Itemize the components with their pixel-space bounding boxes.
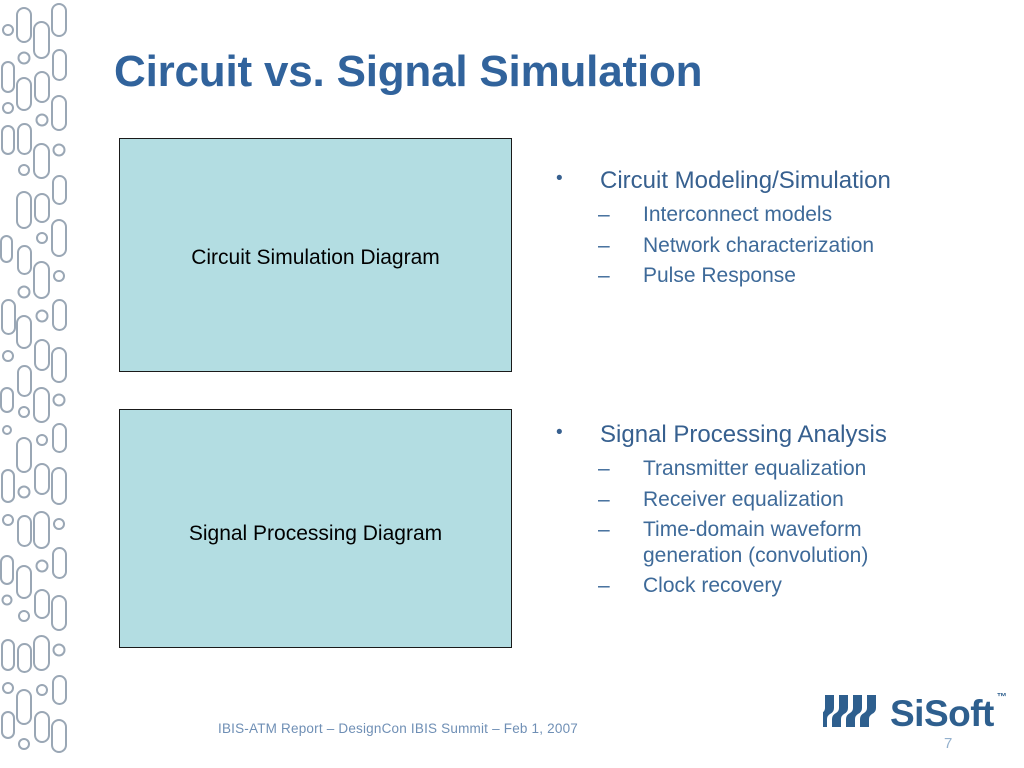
footer-note: IBIS-ATM Report – DesignCon IBIS Summit … [218,721,578,736]
sub-bullet-label: Network characterization [643,233,875,257]
bullet-item-circuit-modeling: • Circuit Modeling/Simulation [556,166,976,196]
trademark-symbol: ™ [996,692,1007,703]
sub-bullet-label: Interconnect models [643,203,833,226]
sub-bullet-transmitter-equalization: – Transmitter equalization [556,456,976,482]
bullet-item-signal-processing-analysis: • Signal Processing Analysis [556,420,976,450]
bullet-group-circuit-modeling: • Circuit Modeling/Simulation – Intercon… [556,166,976,294]
sisoft-logo: SiSoft ™ [818,691,1007,736]
bullet-dash-icon: – [598,487,610,511]
sub-bullet-label: Receiver equalization [643,487,844,511]
bullet-dot-icon: • [556,422,563,443]
sub-bullet-pulse-response: – Pulse Response [556,263,976,289]
bullet-dash-icon: – [598,574,610,598]
bullet-dash-icon: – [598,264,610,288]
circuit-simulation-diagram-label: Circuit Simulation Diagram [191,246,440,269]
sub-bullet-clock-recovery: – Clock recovery [556,573,976,599]
sub-bullet-time-domain-waveform-generation: – Time-domain waveform generation (convo… [556,517,976,568]
bullet-dot-icon: • [556,168,563,189]
sub-bullet-network-characterization: – Network characterization [556,233,976,259]
signal-processing-diagram-box: Signal Processing Diagram [119,409,512,648]
sub-bullet-label: Time-domain waveform generation (convolu… [643,518,869,567]
bullet-dash-icon: – [598,457,610,480]
sisoft-wordmark: SiSoft [890,693,994,734]
bullet-dash-icon: – [598,518,610,542]
pill-pattern-svg [0,3,67,753]
signal-processing-diagram-label: Signal Processing Diagram [188,521,443,545]
sub-bullet-interconnect-models: – Interconnect models [556,202,976,228]
sub-bullet-label: Pulse Response [643,264,796,288]
page-number: 7 [944,735,953,752]
bullet-dash-icon: – [598,233,610,257]
slide-title: Circuit vs. Signal Simulation [114,47,703,96]
bullet-label: Circuit Modeling/Simulation [600,167,891,194]
sub-bullet-label: Transmitter equalization [643,457,867,480]
bullet-dash-icon: – [598,203,610,226]
bullet-group-signal-processing: • Signal Processing Analysis – Transmitt… [556,420,976,604]
sisoft-wave-mark-icon [818,691,881,736]
left-pill-pattern-decoration [0,0,72,768]
sub-bullet-label: Clock recovery [643,574,782,598]
sub-bullet-receiver-equalization: – Receiver equalization [556,487,976,513]
circuit-simulation-diagram-box: Circuit Simulation Diagram [119,138,512,372]
bullet-label: Signal Processing Analysis [600,421,887,448]
